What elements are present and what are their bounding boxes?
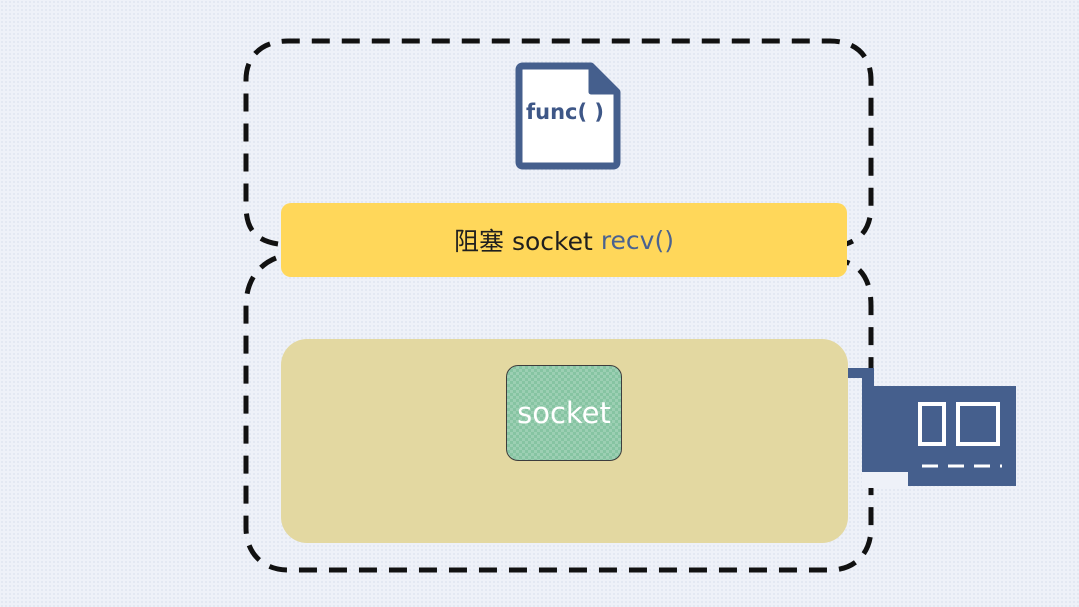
user-space-boundary xyxy=(243,38,874,247)
document-icon xyxy=(515,62,621,170)
network-card-icon xyxy=(848,368,1016,488)
func-label: func( ) xyxy=(526,100,604,124)
recv-function-label: recv() xyxy=(600,225,674,255)
recv-label-prefix: 阻塞 socket xyxy=(454,227,593,256)
kernel-space-boundary xyxy=(243,255,874,573)
socket-block: socket xyxy=(506,365,622,461)
blocking-recv-bar: 阻塞 socket recv() xyxy=(281,203,847,277)
